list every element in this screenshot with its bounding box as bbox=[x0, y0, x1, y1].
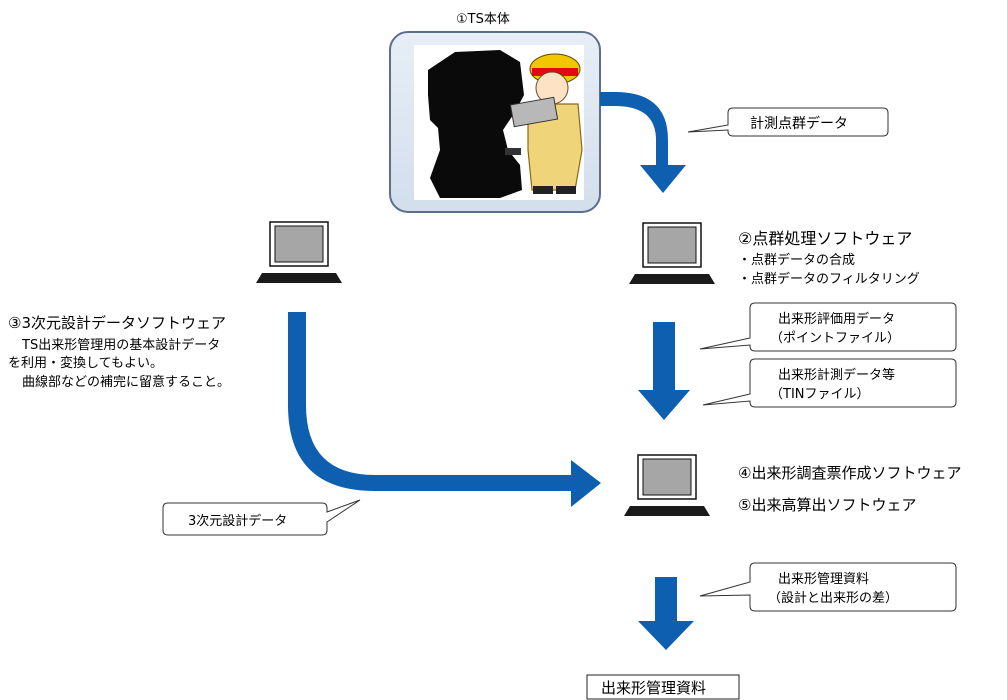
software5-title: ⑤出来高算出ソフトウェア bbox=[738, 496, 917, 514]
callout-eval-line-1: 出来形評価用データ bbox=[778, 312, 896, 327]
callout-eval-line-2: （ポイントファイル） bbox=[770, 331, 901, 346]
callout-measure-line-1: 出来形計測データ等 bbox=[778, 368, 896, 383]
software2-item-1: ・点群データの合成 bbox=[738, 253, 856, 268]
software3-title: ③3次元設計データソフトウェア bbox=[8, 314, 226, 332]
callout-bubble-eval bbox=[699, 302, 957, 352]
laptop-software3 bbox=[256, 221, 342, 283]
software3-line-1: TS出来形管理用の基本設計データ bbox=[22, 338, 221, 353]
output-box-text: 出来形管理資料 bbox=[601, 679, 707, 697]
flow-arrow-ts-to-software2 bbox=[600, 92, 686, 193]
callout-bubble-3d bbox=[162, 499, 361, 536]
flow-arrow-software4-to-output bbox=[638, 577, 694, 650]
ts-unit-title: ①TS本体 bbox=[456, 12, 510, 27]
software4-title: ④出来形調査票作成ソフトウェア bbox=[738, 464, 962, 482]
software3-line-3: 曲線部などの補完に留意すること。 bbox=[22, 375, 231, 390]
callout-mgmt-line-1: 出来形管理資料 bbox=[778, 572, 870, 587]
laptop-software4 bbox=[624, 454, 710, 516]
software3-line-2: を利用・変換してもよい。 bbox=[8, 356, 163, 371]
callout-measure-line-2: （TINファイル） bbox=[770, 387, 870, 402]
output-box-frame bbox=[586, 674, 740, 700]
callout-bubble-point-cloud bbox=[687, 107, 889, 137]
callout-point-cloud-text: 計測点群データ bbox=[750, 116, 848, 132]
flow-arrow-software3-to-software4 bbox=[288, 312, 601, 507]
callout-bubble-measure bbox=[702, 358, 957, 408]
software2-item-2: ・点群データのフィルタリング bbox=[738, 272, 920, 287]
total-station-silhouette bbox=[428, 50, 524, 198]
worker-figure bbox=[509, 53, 583, 194]
callout-mgmt-line-2: （設計と出来形の差） bbox=[768, 591, 899, 606]
laptop-software2 bbox=[629, 222, 715, 284]
callout-bubble-mgmt bbox=[699, 562, 957, 612]
flow-arrow-software2-to-software4 bbox=[638, 322, 690, 420]
software2-title: ②点群処理ソフトウェア bbox=[738, 229, 913, 248]
callout-3d-text: 3次元設計データ bbox=[188, 514, 288, 529]
